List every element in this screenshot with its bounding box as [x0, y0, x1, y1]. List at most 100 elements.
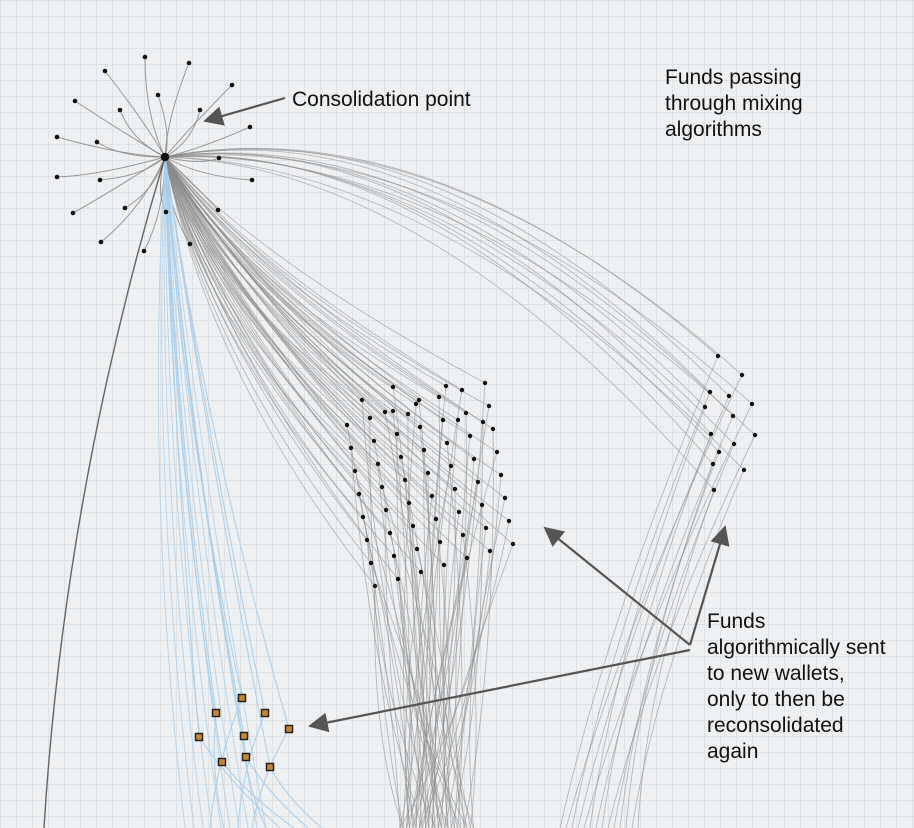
source-wallet-node[interactable] — [72, 98, 78, 104]
right-cluster-wallet-node[interactable] — [726, 393, 732, 399]
mixing-wallet-node[interactable] — [402, 477, 408, 483]
mixing-wallet-node[interactable] — [368, 560, 374, 566]
mixing-wallet-node[interactable] — [394, 431, 400, 437]
right-cluster-wallet-node[interactable] — [730, 413, 736, 419]
source-wallet-node[interactable] — [187, 241, 193, 247]
mixing-wallet-node[interactable] — [352, 468, 358, 474]
mixing-wallet-node[interactable] — [405, 411, 411, 417]
mixing-wallet-node[interactable] — [433, 516, 439, 522]
mixing-wallet-node[interactable] — [364, 537, 370, 543]
mixing-wallet-node[interactable] — [437, 539, 443, 545]
source-wallet-node[interactable] — [141, 248, 147, 254]
mixing-wallet-node[interactable] — [390, 384, 396, 390]
mixing-wallet-node[interactable] — [490, 426, 496, 432]
mixing-wallet-node[interactable] — [510, 541, 516, 547]
mixing-wallet-node[interactable] — [467, 433, 473, 439]
mixing-wallet-node[interactable] — [344, 422, 350, 428]
mixing-wallet-node[interactable] — [463, 410, 469, 416]
source-wallet-node[interactable] — [97, 177, 103, 183]
mixing-wallet-node[interactable] — [416, 397, 422, 403]
mixing-wallet-node[interactable] — [379, 484, 385, 490]
source-wallet-node[interactable] — [54, 134, 60, 140]
mixing-wallet-node[interactable] — [459, 387, 465, 393]
mixing-wallet-node[interactable] — [406, 500, 412, 506]
mixing-wallet-node[interactable] — [482, 380, 488, 386]
orange-wallet-node[interactable] — [217, 757, 227, 767]
source-wallet-node[interactable] — [249, 177, 255, 183]
right-cluster-wallet-node[interactable] — [710, 461, 716, 467]
mixing-wallet-node[interactable] — [455, 417, 461, 423]
mixing-wallet-node[interactable] — [418, 569, 424, 575]
mixing-wallet-node[interactable] — [382, 409, 388, 415]
mixing-wallet-node[interactable] — [371, 438, 377, 444]
mixing-wallet-node[interactable] — [360, 514, 366, 520]
orange-wallet-node[interactable] — [239, 731, 249, 741]
mixing-wallet-node[interactable] — [487, 548, 493, 554]
mixing-wallet-node[interactable] — [494, 449, 500, 455]
source-wallet-node[interactable] — [117, 107, 123, 113]
mixing-wallet-node[interactable] — [502, 495, 508, 501]
mixing-wallet-node[interactable] — [375, 461, 381, 467]
mixing-wallet-node[interactable] — [417, 424, 423, 430]
mixing-wallet-node[interactable] — [367, 415, 373, 421]
mixing-wallet-node[interactable] — [425, 470, 431, 476]
source-wallet-node[interactable] — [102, 68, 108, 74]
orange-wallet-node[interactable] — [241, 752, 251, 762]
mixing-wallet-node[interactable] — [440, 417, 446, 423]
mixing-wallet-node[interactable] — [498, 472, 504, 478]
right-cluster-wallet-node[interactable] — [715, 353, 721, 359]
source-wallet-node[interactable] — [197, 107, 203, 113]
source-wallet-node[interactable] — [70, 210, 76, 216]
mixing-wallet-node[interactable] — [464, 555, 470, 561]
mixing-wallet-node[interactable] — [387, 530, 393, 536]
source-wallet-node[interactable] — [186, 60, 192, 66]
mixing-wallet-node[interactable] — [452, 486, 458, 492]
orange-wallet-node[interactable] — [265, 762, 275, 772]
source-wallet-node[interactable] — [155, 92, 161, 98]
mixing-wallet-node[interactable] — [356, 491, 362, 497]
right-cluster-wallet-node[interactable] — [752, 432, 758, 438]
mixing-wallet-node[interactable] — [383, 507, 389, 513]
mixing-wallet-node[interactable] — [395, 576, 401, 582]
source-wallet-node[interactable] — [216, 155, 222, 161]
mixing-wallet-node[interactable] — [390, 408, 396, 414]
right-cluster-wallet-node[interactable] — [741, 467, 747, 473]
orange-wallet-node[interactable] — [260, 708, 270, 718]
right-cluster-wallet-node[interactable] — [749, 401, 755, 407]
mixing-wallet-node[interactable] — [471, 456, 477, 462]
mixing-wallet-node[interactable] — [429, 493, 435, 499]
mixing-wallet-node[interactable] — [441, 562, 447, 568]
mixing-wallet-node[interactable] — [480, 419, 486, 425]
mixing-wallet-node[interactable] — [443, 383, 449, 389]
orange-wallet-node[interactable] — [237, 693, 247, 703]
consolidation-point-node[interactable] — [160, 152, 170, 162]
mixing-wallet-node[interactable] — [483, 525, 489, 531]
mixing-wallet-node[interactable] — [460, 532, 466, 538]
right-cluster-wallet-node[interactable] — [711, 487, 717, 493]
source-wallet-node[interactable] — [215, 207, 221, 213]
mixing-wallet-node[interactable] — [436, 394, 442, 400]
mixing-wallet-node[interactable] — [475, 479, 481, 485]
mixing-wallet-node[interactable] — [414, 546, 420, 552]
source-wallet-node[interactable] — [247, 124, 253, 130]
source-wallet-node[interactable] — [98, 239, 104, 245]
source-wallet-node[interactable] — [229, 82, 235, 88]
mixing-wallet-node[interactable] — [348, 445, 354, 451]
mixing-wallet-node[interactable] — [444, 440, 450, 446]
mixing-wallet-node[interactable] — [398, 454, 404, 460]
orange-wallet-node[interactable] — [211, 708, 221, 718]
right-cluster-wallet-node[interactable] — [708, 431, 714, 437]
mixing-wallet-node[interactable] — [456, 509, 462, 515]
source-wallet-node[interactable] — [163, 209, 169, 215]
orange-wallet-node[interactable] — [284, 724, 294, 734]
source-wallet-node[interactable] — [54, 174, 60, 180]
mixing-wallet-node[interactable] — [372, 583, 378, 589]
mixing-wallet-node[interactable] — [479, 502, 485, 508]
right-cluster-wallet-node[interactable] — [702, 404, 708, 410]
orange-wallet-node[interactable] — [194, 732, 204, 742]
right-cluster-wallet-node[interactable] — [739, 372, 745, 378]
mixing-wallet-node[interactable] — [391, 553, 397, 559]
mixing-wallet-node[interactable] — [413, 401, 419, 407]
